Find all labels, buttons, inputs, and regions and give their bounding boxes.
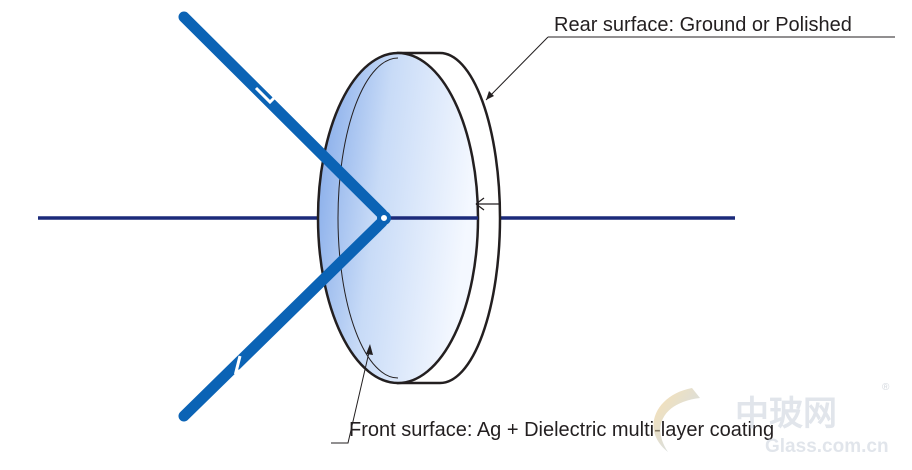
front-pointer-arrow-icon (366, 344, 373, 355)
rear-arrow-icon (475, 197, 500, 211)
reflected-beam (178, 216, 388, 422)
rear-pointer-arrow-icon (486, 91, 494, 100)
watermark-site: Glass.com.cn (765, 436, 889, 457)
rear-surface-pointer (485, 36, 549, 101)
front-surface-leader (331, 347, 371, 444)
mirror-inner-edge (337, 57, 399, 379)
watermark-logo-icon (653, 388, 700, 452)
rear-surface-label: Rear surface: Ground or Polished (554, 14, 852, 36)
reflected-arrow-icon (233, 355, 251, 375)
front-surface-label: Front surface: Ag + Dielectric multi-lay… (349, 419, 774, 441)
reflection-point (377, 211, 391, 225)
watermark-registered: ® (882, 382, 890, 393)
incident-beam (178, 11, 388, 220)
watermark: 中玻网 Glass.com.cn ® (653, 382, 890, 457)
incident-arrow-icon (254, 86, 284, 105)
watermark-chinese: 中玻网 (735, 394, 837, 434)
